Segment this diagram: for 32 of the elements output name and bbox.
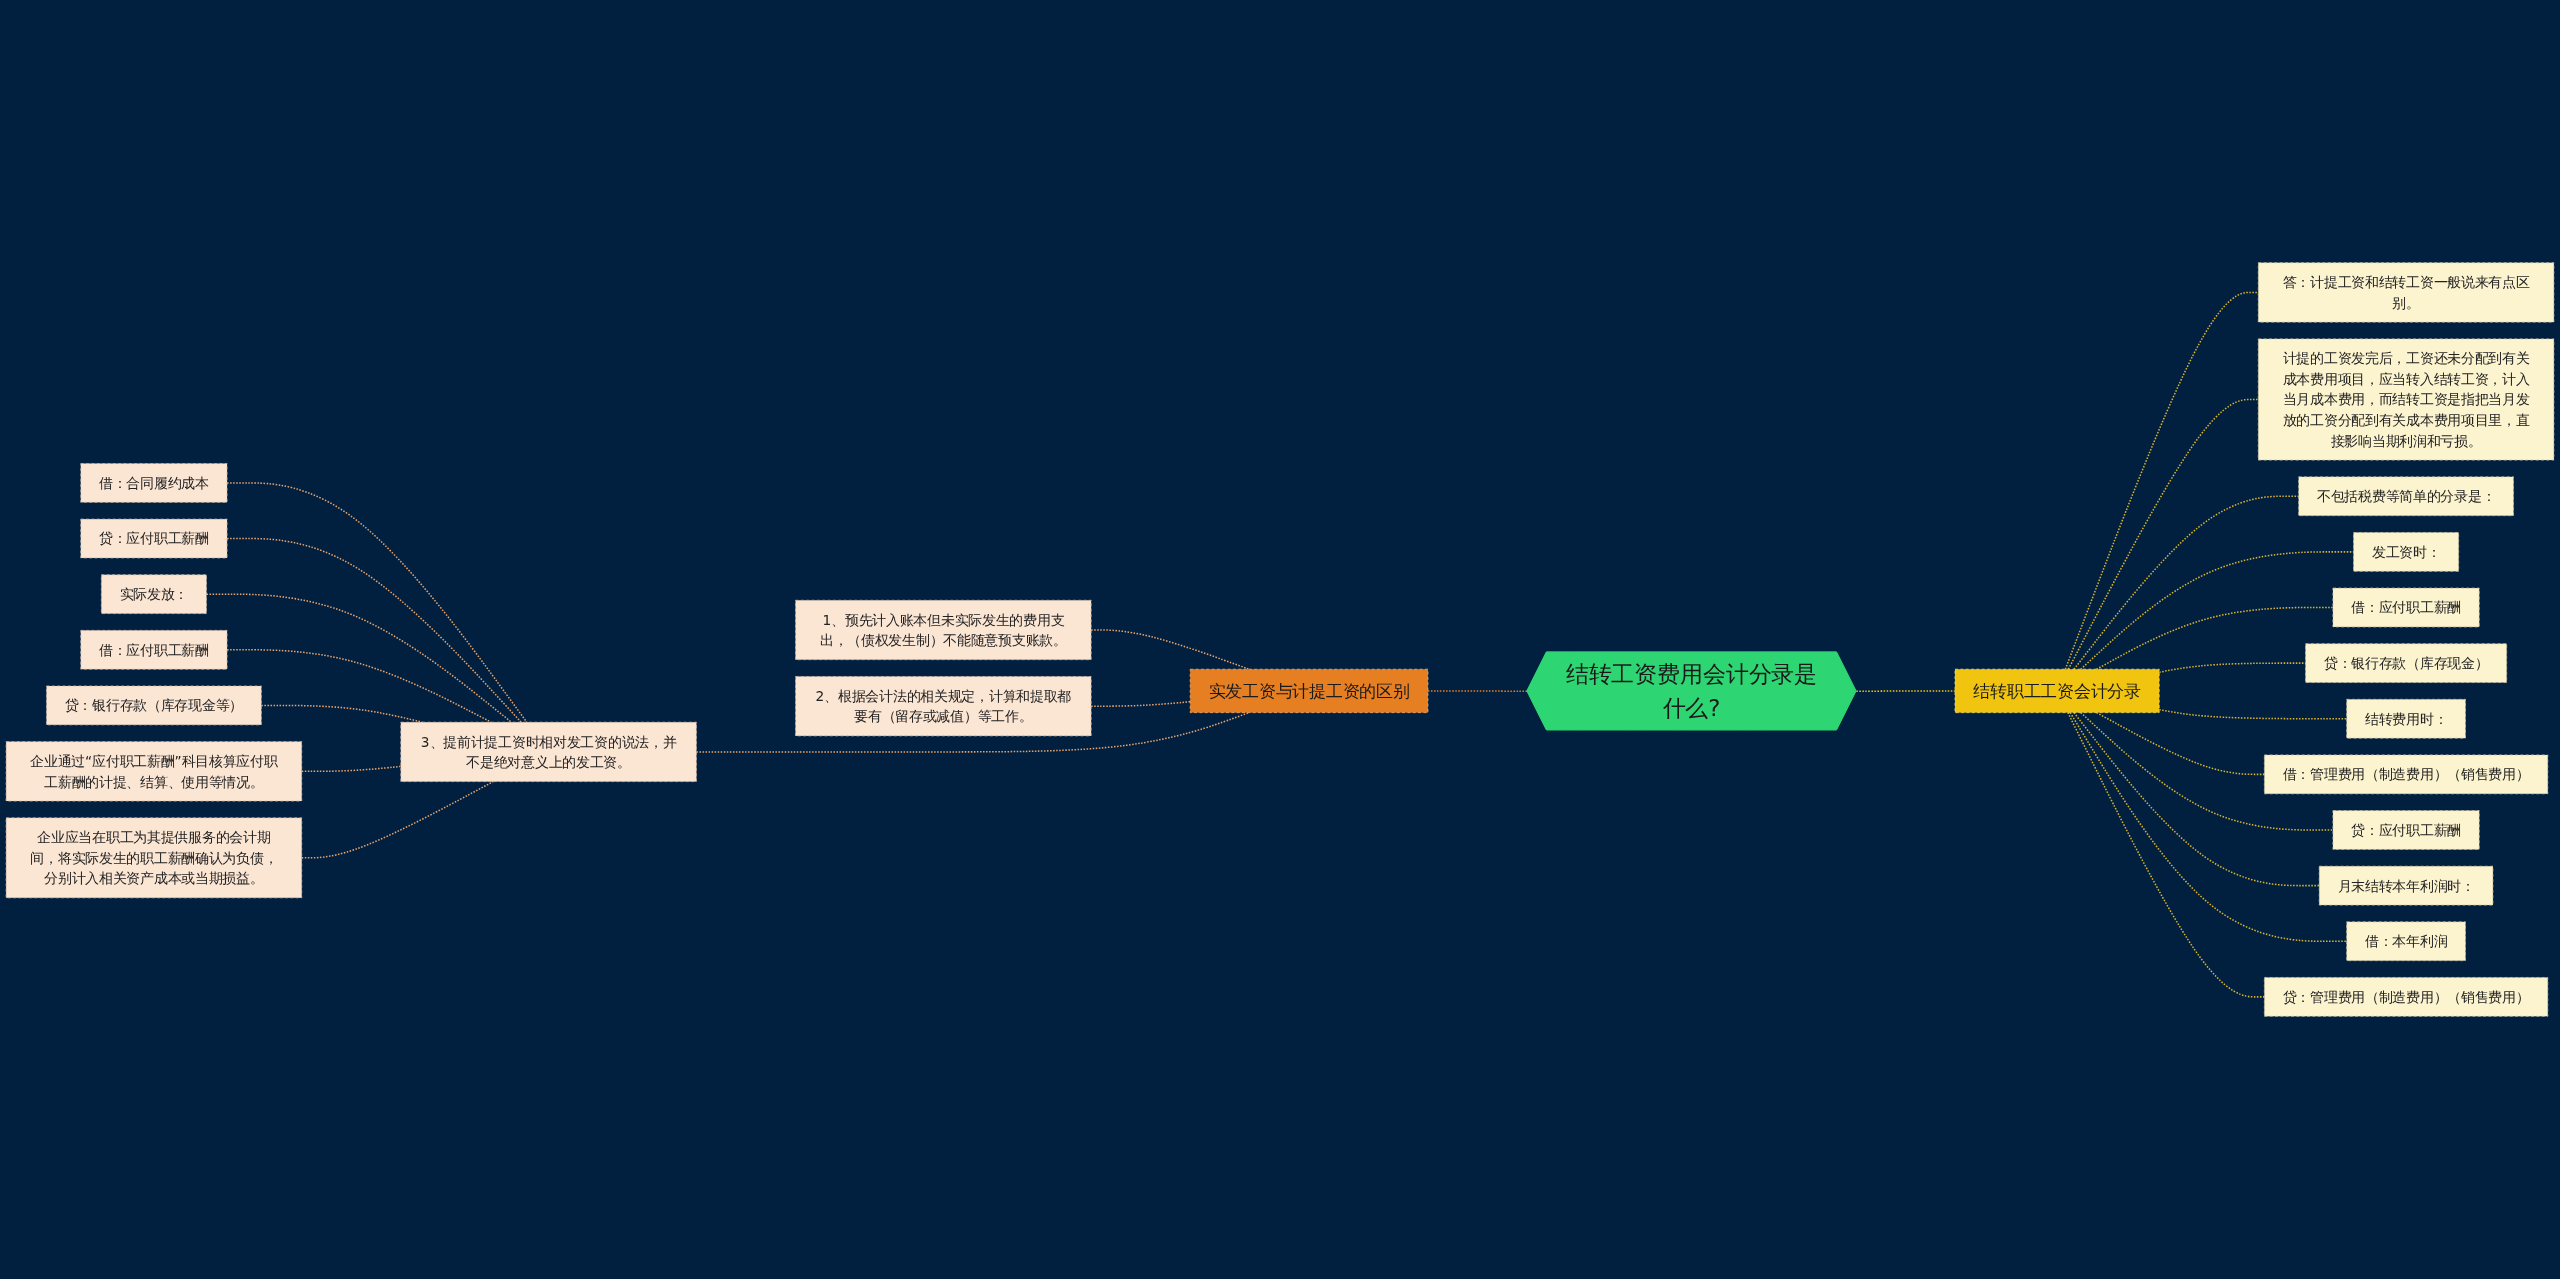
node-box: 企业应当在职工为其提供服务的会计期间，将实际发生的职工薪酬确认为负债，分别计入相关资产成本或当期损益。 <box>5 817 303 899</box>
node-box: 3、提前计提工资时相对发工资的说法，并不是绝对意义上的发工资。 <box>400 721 697 782</box>
node-box: 发工资时： <box>2353 532 2460 572</box>
node-box: 借：本年利润 <box>2346 921 2466 962</box>
node-box: 借：应付职工薪酬 <box>80 630 228 670</box>
connector <box>2080 711 2334 831</box>
node-box: 贷：管理费用（制造费用）（销售费用） <box>2263 977 2549 1017</box>
node-box: 贷：银行存款（库存现金） <box>2305 643 2508 683</box>
connector <box>301 780 494 859</box>
connector <box>2064 291 2260 670</box>
node-box: 实发工资与计提工资的区别 <box>1189 668 1429 714</box>
node-box: 借：合同履约成本 <box>80 463 228 503</box>
connector <box>2073 711 2320 887</box>
node-box: 结转费用时： <box>2346 698 2466 739</box>
node-box: 结转职工工资会计分录 <box>1954 668 2160 714</box>
node-box: 计提的工资发完后，工资还未分配到有关成本费用项目，应当转入结转工资，计入当月成本费用，而结转工资是指把当月发放的工资分配到有关成本费用项目里，直接影响当期利润和亏损。 <box>2257 338 2555 461</box>
connector <box>1855 690 1956 693</box>
node-box: 不包括税费等简单的分录是： <box>2298 476 2514 517</box>
connector <box>2067 711 2266 998</box>
connector <box>2067 398 2260 670</box>
node-box: 实际发放： <box>100 574 207 614</box>
node-box: 贷：应付职工薪酬 <box>2332 810 2480 850</box>
node-box: 借：管理费用（制造费用）（销售费用） <box>2263 754 2549 795</box>
node-box: 答：计提工资和结转工资一般说来有点区别。 <box>2257 262 2555 323</box>
node-box: 2、根据会计法的相关规定，计算和提取都要有（留存或减值）等工作。 <box>795 676 1092 737</box>
connector <box>2069 711 2348 942</box>
node-box: 企业通过“应付职工薪酬”科目核算应付职工薪酬的计提、结算、使用等情况。 <box>5 741 303 802</box>
node-box: 借：应付职工薪酬 <box>2332 587 2480 628</box>
node-box: 月末结转本年利润时： <box>2318 865 2494 906</box>
node-box: 贷：应付职工薪酬 <box>80 518 228 559</box>
node-box: 1、预先计入账本但未实际发生的费用支出，（债权发生制）不能随意预支账款。 <box>795 599 1092 661</box>
node-box: 贷：银行存款（库存现金等） <box>46 685 262 726</box>
